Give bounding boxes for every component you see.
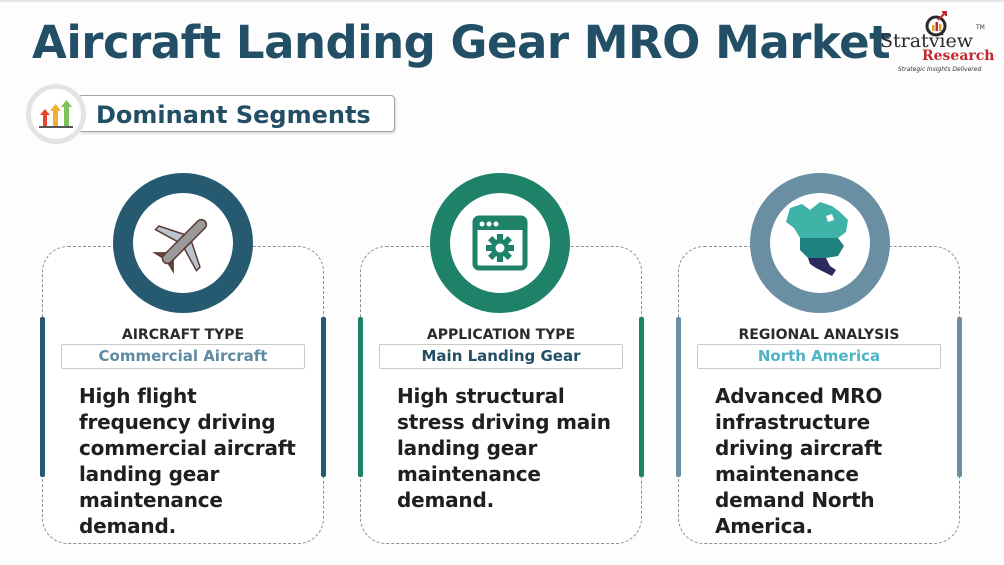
- magnifier-chart-icon: [925, 11, 947, 37]
- section-title: Dominant Segments: [96, 101, 371, 129]
- card-accent-bar: [957, 317, 962, 477]
- segment-card-aircraft-type: AIRCRAFT TYPE Commercial Aircraft High f…: [40, 246, 326, 544]
- card-description: Advanced MRO infrastructure driving airc…: [715, 384, 883, 538]
- logo-tagline: Strategic Insights Delivered: [898, 66, 982, 73]
- card-heading: AIRCRAFT TYPE: [121, 327, 245, 343]
- card-value: Commercial Aircraft: [61, 344, 305, 369]
- card-value: Main Landing Gear: [379, 344, 623, 369]
- card-accent-bar: [676, 317, 681, 477]
- card-value: North America: [697, 344, 941, 369]
- card-heading: APPLICATION TYPE: [426, 327, 576, 343]
- section-header-box: [78, 95, 395, 132]
- segment-card-application-type: APPLICATION TYPE Main Landing Gear High …: [358, 246, 644, 544]
- airplane-icon: [113, 173, 253, 313]
- page-title: Aircraft Landing Gear MRO Market: [32, 16, 891, 69]
- rising-arrows-icon: [26, 84, 86, 144]
- card-description: High structural stress driving main land…: [397, 384, 611, 512]
- card-accent-bar: [40, 317, 45, 477]
- card-heading: REGIONAL ANALYSIS: [738, 327, 900, 343]
- logo-trademark: TM: [976, 24, 985, 31]
- card-accent-bar: [358, 317, 363, 477]
- logo-subword: Research: [922, 48, 995, 64]
- settings-window-icon: [430, 173, 570, 313]
- stratview-logo: Stratview TM Research Strategic Insights…: [876, 10, 996, 76]
- north-america-map-icon: [750, 173, 890, 313]
- card-accent-bar: [639, 317, 644, 477]
- card-description: High flight frequency driving commercial…: [79, 384, 296, 538]
- card-accent-bar: [321, 317, 326, 477]
- logo-word: Stratview: [880, 30, 974, 52]
